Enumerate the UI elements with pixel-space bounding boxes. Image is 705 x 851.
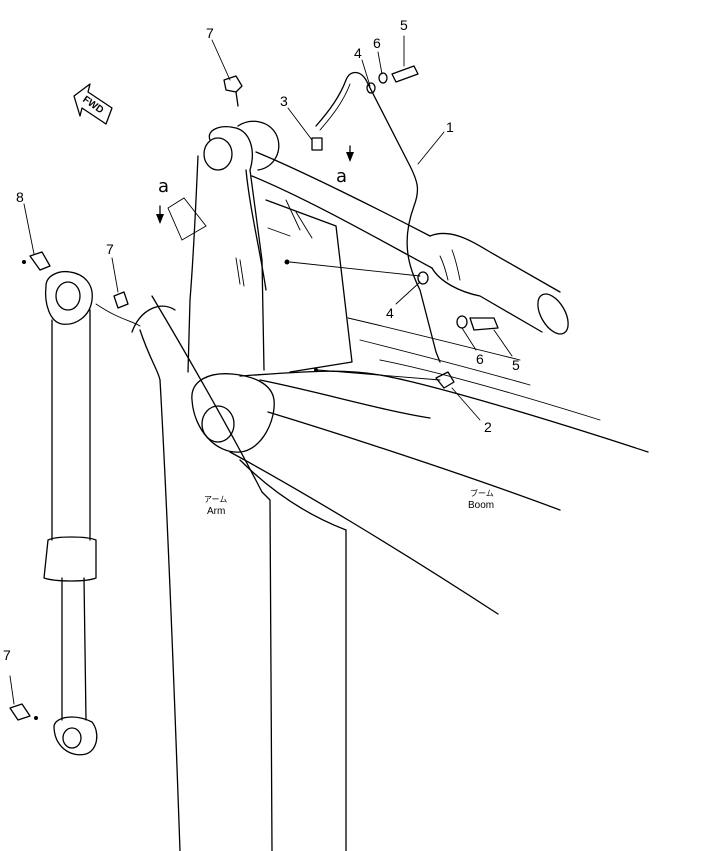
clamp-top: [366, 82, 376, 94]
callout-7-mid: 7: [106, 241, 114, 257]
grease-fitting-top: [223, 75, 243, 107]
bolt-mid: [469, 317, 499, 331]
callout-8: 8: [16, 189, 24, 205]
washer-top: [378, 72, 388, 84]
grease-fitting-bottom: [9, 703, 38, 721]
elbow-fitting-part2: [435, 371, 455, 389]
leader-lines: [9, 35, 513, 705]
fwd-arrow-icon: FWD: [73, 83, 113, 125]
view-marker-left: a: [156, 176, 207, 241]
grease-tube: [315, 71, 441, 363]
callout-6-top: 6: [373, 35, 381, 51]
adaptor-part3: [311, 137, 323, 151]
view-label-a-left: a: [158, 176, 169, 197]
view-label-a-right: a: [336, 166, 347, 187]
grease-fitting-mid: [113, 291, 129, 309]
callout-4-mid: 4: [386, 305, 394, 321]
boom-label-en: Boom: [468, 500, 494, 511]
boom-label-jp: ブーム: [470, 488, 494, 498]
fwd-label: FWD: [80, 94, 105, 116]
view-marker-right: a: [336, 145, 354, 187]
bucket-cylinder: [43, 270, 98, 756]
arm-cylinder: [251, 151, 569, 335]
bolt-top: [391, 65, 419, 83]
callout-1: 1: [446, 119, 454, 135]
arm-beam: [131, 295, 347, 851]
arm-label-en: Arm: [207, 506, 225, 517]
washer-mid: [456, 315, 468, 329]
callout-5-top: 5: [400, 17, 408, 33]
callout-3: 3: [280, 93, 288, 109]
callout-7-bottom: 7: [3, 647, 11, 663]
callout-5-mid: 5: [512, 357, 520, 373]
boom-pin-boss: [191, 373, 275, 453]
grease-fitting-part8: [22, 251, 51, 271]
clamp-mid: [417, 271, 429, 285]
callout-2: 2: [484, 419, 492, 435]
callout-4-top: 4: [354, 45, 362, 61]
arm-label-jp: アーム: [204, 495, 227, 504]
callout-6-mid: 6: [476, 351, 484, 367]
arm-body: [187, 120, 353, 373]
boom-body: [229, 317, 649, 615]
mount-hole-2: [314, 368, 318, 372]
callout-7-top: 7: [206, 25, 214, 41]
mount-hole-1: [284, 259, 290, 265]
